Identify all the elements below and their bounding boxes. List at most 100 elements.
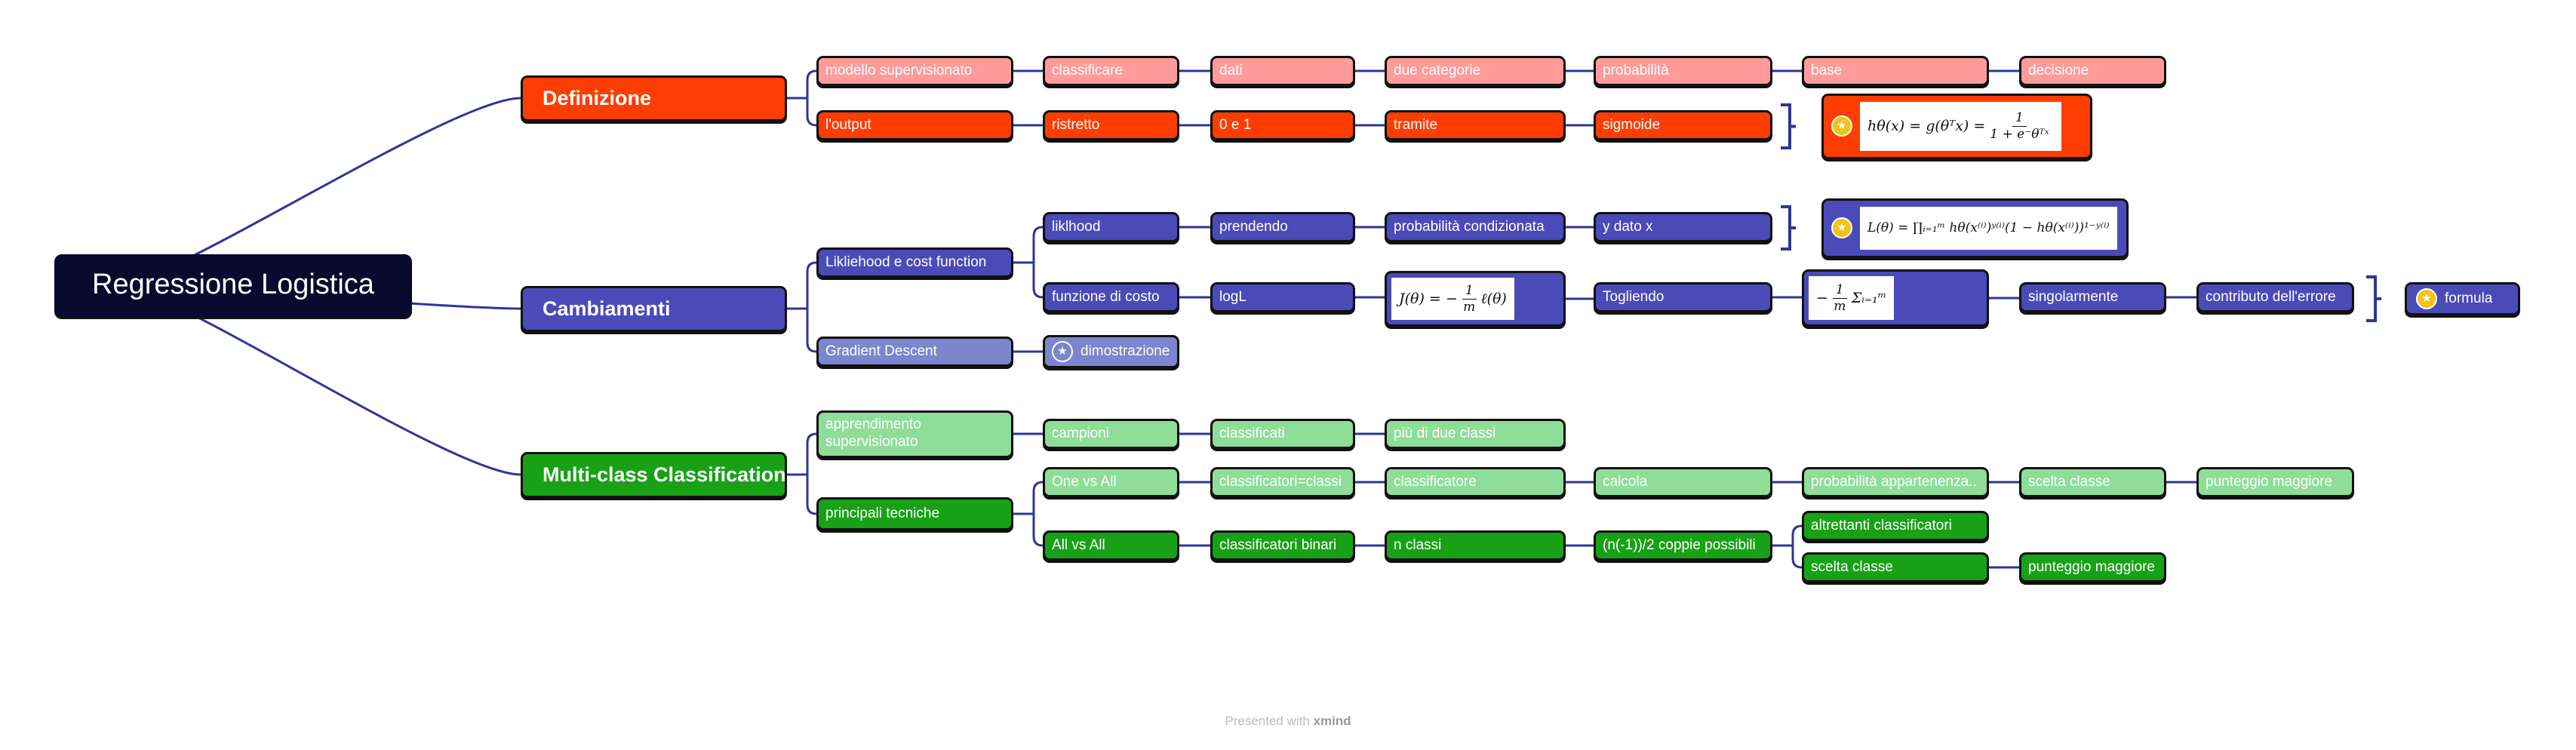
topic-label: (n(-1))/2 coppie possibili: [1603, 536, 1756, 553]
connector: [847, 261, 1044, 299]
footer: Presented with xmind: [0, 714, 2576, 729]
footer-brand: xmind: [1313, 714, 1351, 728]
topic-label: classificatori=classi: [1219, 473, 1342, 490]
topic-prendendo[interactable]: prendendo: [1210, 212, 1355, 242]
topic-output[interactable]: l'output: [816, 110, 1013, 140]
topic-ova[interactable]: One vs All: [1043, 467, 1179, 497]
topic-label: scelta classe: [2028, 473, 2110, 490]
topic-campioni[interactable]: campioni: [1043, 419, 1179, 449]
topic-ristretto[interactable]: ristretto: [1043, 110, 1179, 140]
topic-classificati[interactable]: classificati: [1210, 419, 1355, 449]
topic-label: 0 e 1: [1219, 116, 1252, 133]
star-icon: ★: [1052, 341, 1073, 362]
topic-label: l'output: [825, 116, 871, 133]
topic-altrettanti[interactable]: altrettanti classificatori: [1802, 511, 1989, 541]
topic-label: All vs All: [1052, 536, 1105, 553]
topic-prob-cond[interactable]: probabilità condizionata: [1385, 212, 1566, 242]
topic-modello[interactable]: modello supervisionato: [816, 56, 1013, 86]
topic-classificare[interactable]: classificare: [1043, 56, 1179, 86]
connector: [850, 512, 1044, 547]
topic-label: classificatore: [1394, 473, 1477, 490]
topic-label: probabilità appartenenza..: [1811, 473, 1977, 490]
topic-prob-app[interactable]: probabilità appartenenza..: [1802, 467, 1989, 497]
formula-lhs: hθ(x) = g(θᵀx) =: [1867, 117, 1986, 134]
topic-label: logL: [1219, 288, 1247, 305]
topic-scelta1[interactable]: scelta classe: [2019, 467, 2166, 497]
topic-label: sigmoide: [1603, 116, 1661, 133]
formula-lhs: J(θ) = −: [1399, 290, 1458, 307]
topic-funzione-costo[interactable]: funzione di costo: [1043, 282, 1179, 312]
central-topic[interactable]: Regressione Logistica: [54, 254, 412, 317]
topic-probabilita[interactable]: probabilità: [1594, 56, 1772, 86]
topic-logl[interactable]: logL: [1210, 282, 1355, 312]
topic-apprendimento[interactable]: apprendimento supervisionato: [816, 410, 1013, 458]
topic-dimostrazione[interactable]: ★dimostrazione: [1043, 335, 1179, 368]
topic-sigmoide[interactable]: sigmoide: [1594, 110, 1772, 140]
topic-due-categorie[interactable]: due categorie: [1385, 56, 1566, 86]
topic-label: formula: [2445, 290, 2493, 306]
connector: [2366, 275, 2381, 322]
connector: [567, 307, 817, 353]
topic-punteggio2[interactable]: punteggio maggiore: [2019, 552, 2166, 582]
topic-calcola[interactable]: calcola: [1594, 467, 1772, 497]
topic-piu-classi[interactable]: più di due classi: [1385, 419, 1566, 449]
connector: [1624, 544, 1803, 569]
topic-label: contributo dell'errore: [2206, 288, 2336, 305]
topic-singolarmente[interactable]: singolarmente: [2019, 282, 2166, 312]
formula-text: L(θ) = ∏ᵢ₌₁ᵐ hθ(x⁽ⁱ⁾)ʸ⁽ⁱ⁾(1 − hθ(x⁽ⁱ⁾))¹…: [1867, 220, 2110, 235]
topic-multiclass[interactable]: Multi-class Classification: [521, 451, 787, 498]
topic-decisione[interactable]: decisione: [2019, 56, 2166, 86]
connector: [567, 261, 817, 310]
topic-class-bin[interactable]: classificatori binari: [1210, 530, 1355, 561]
denominator: 1 + e⁻θᵀˣ: [1990, 126, 2049, 142]
connector: [1781, 205, 1796, 251]
topic-contributo[interactable]: contributo dell'errore: [2196, 282, 2354, 312]
topic-label: probabilità condizionata: [1394, 218, 1545, 235]
topic-label: scelta classe: [1811, 558, 1893, 575]
topic-label: liklhood: [1052, 218, 1101, 235]
connector: [567, 69, 817, 100]
topic-cambiamenti[interactable]: Cambiamenti: [521, 285, 787, 332]
topic-togliendo[interactable]: Togliendo: [1594, 282, 1772, 312]
topic-principali[interactable]: principali tecniche: [816, 497, 1013, 530]
topic-liklhood[interactable]: liklhood: [1043, 212, 1179, 242]
topic-punteggio1[interactable]: punteggio maggiore: [2196, 467, 2354, 497]
topic-formula[interactable]: ★formula: [2405, 282, 2520, 315]
topic-definizione[interactable]: Definizione: [521, 75, 787, 121]
topic-class-eq[interactable]: classificatori=classi: [1210, 467, 1355, 497]
connector: [567, 432, 817, 476]
topic-gradient[interactable]: Gradient Descent: [816, 337, 1013, 367]
topic-zero-uno[interactable]: 0 e 1: [1210, 110, 1355, 140]
topic-label: campioni: [1052, 425, 1110, 441]
topic-n-classi[interactable]: n classi: [1385, 530, 1566, 561]
formula-node[interactable]: ★L(θ) = ∏ᵢ₌₁ᵐ hθ(x⁽ⁱ⁾)ʸ⁽ⁱ⁾(1 − hθ(x⁽ⁱ⁾))…: [1821, 198, 2129, 258]
topic-ava[interactable]: All vs All: [1043, 530, 1179, 561]
topic-likliehood[interactable]: Likliehood e cost function: [816, 247, 1013, 278]
topic-classificatore[interactable]: classificatore: [1385, 467, 1566, 497]
formula-rhs: ℓ(θ): [1480, 290, 1507, 307]
topic-label: Likliehood e cost function: [825, 254, 987, 270]
topic-dati[interactable]: dati: [1210, 56, 1355, 86]
topic-y-dato-x[interactable]: y dato x: [1594, 212, 1772, 242]
topic-tramite[interactable]: tramite: [1385, 110, 1566, 140]
topic-label: base: [1811, 62, 1843, 78]
topic-base[interactable]: base: [1802, 56, 1989, 86]
topic-label: decisione: [2028, 62, 2089, 78]
topic-label: n classi: [1394, 536, 1442, 553]
topic-coppie[interactable]: (n(-1))/2 coppie possibili: [1594, 530, 1772, 561]
topic-label: tramite: [1394, 116, 1438, 133]
topic-label: singolarmente: [2028, 288, 2119, 305]
topic-label: Regressione Logistica: [92, 269, 374, 301]
topic-label: classificare: [1052, 62, 1123, 78]
topic-scelta2[interactable]: scelta classe: [1802, 552, 1989, 582]
denominator: m: [1463, 299, 1476, 315]
connector: [567, 97, 817, 127]
